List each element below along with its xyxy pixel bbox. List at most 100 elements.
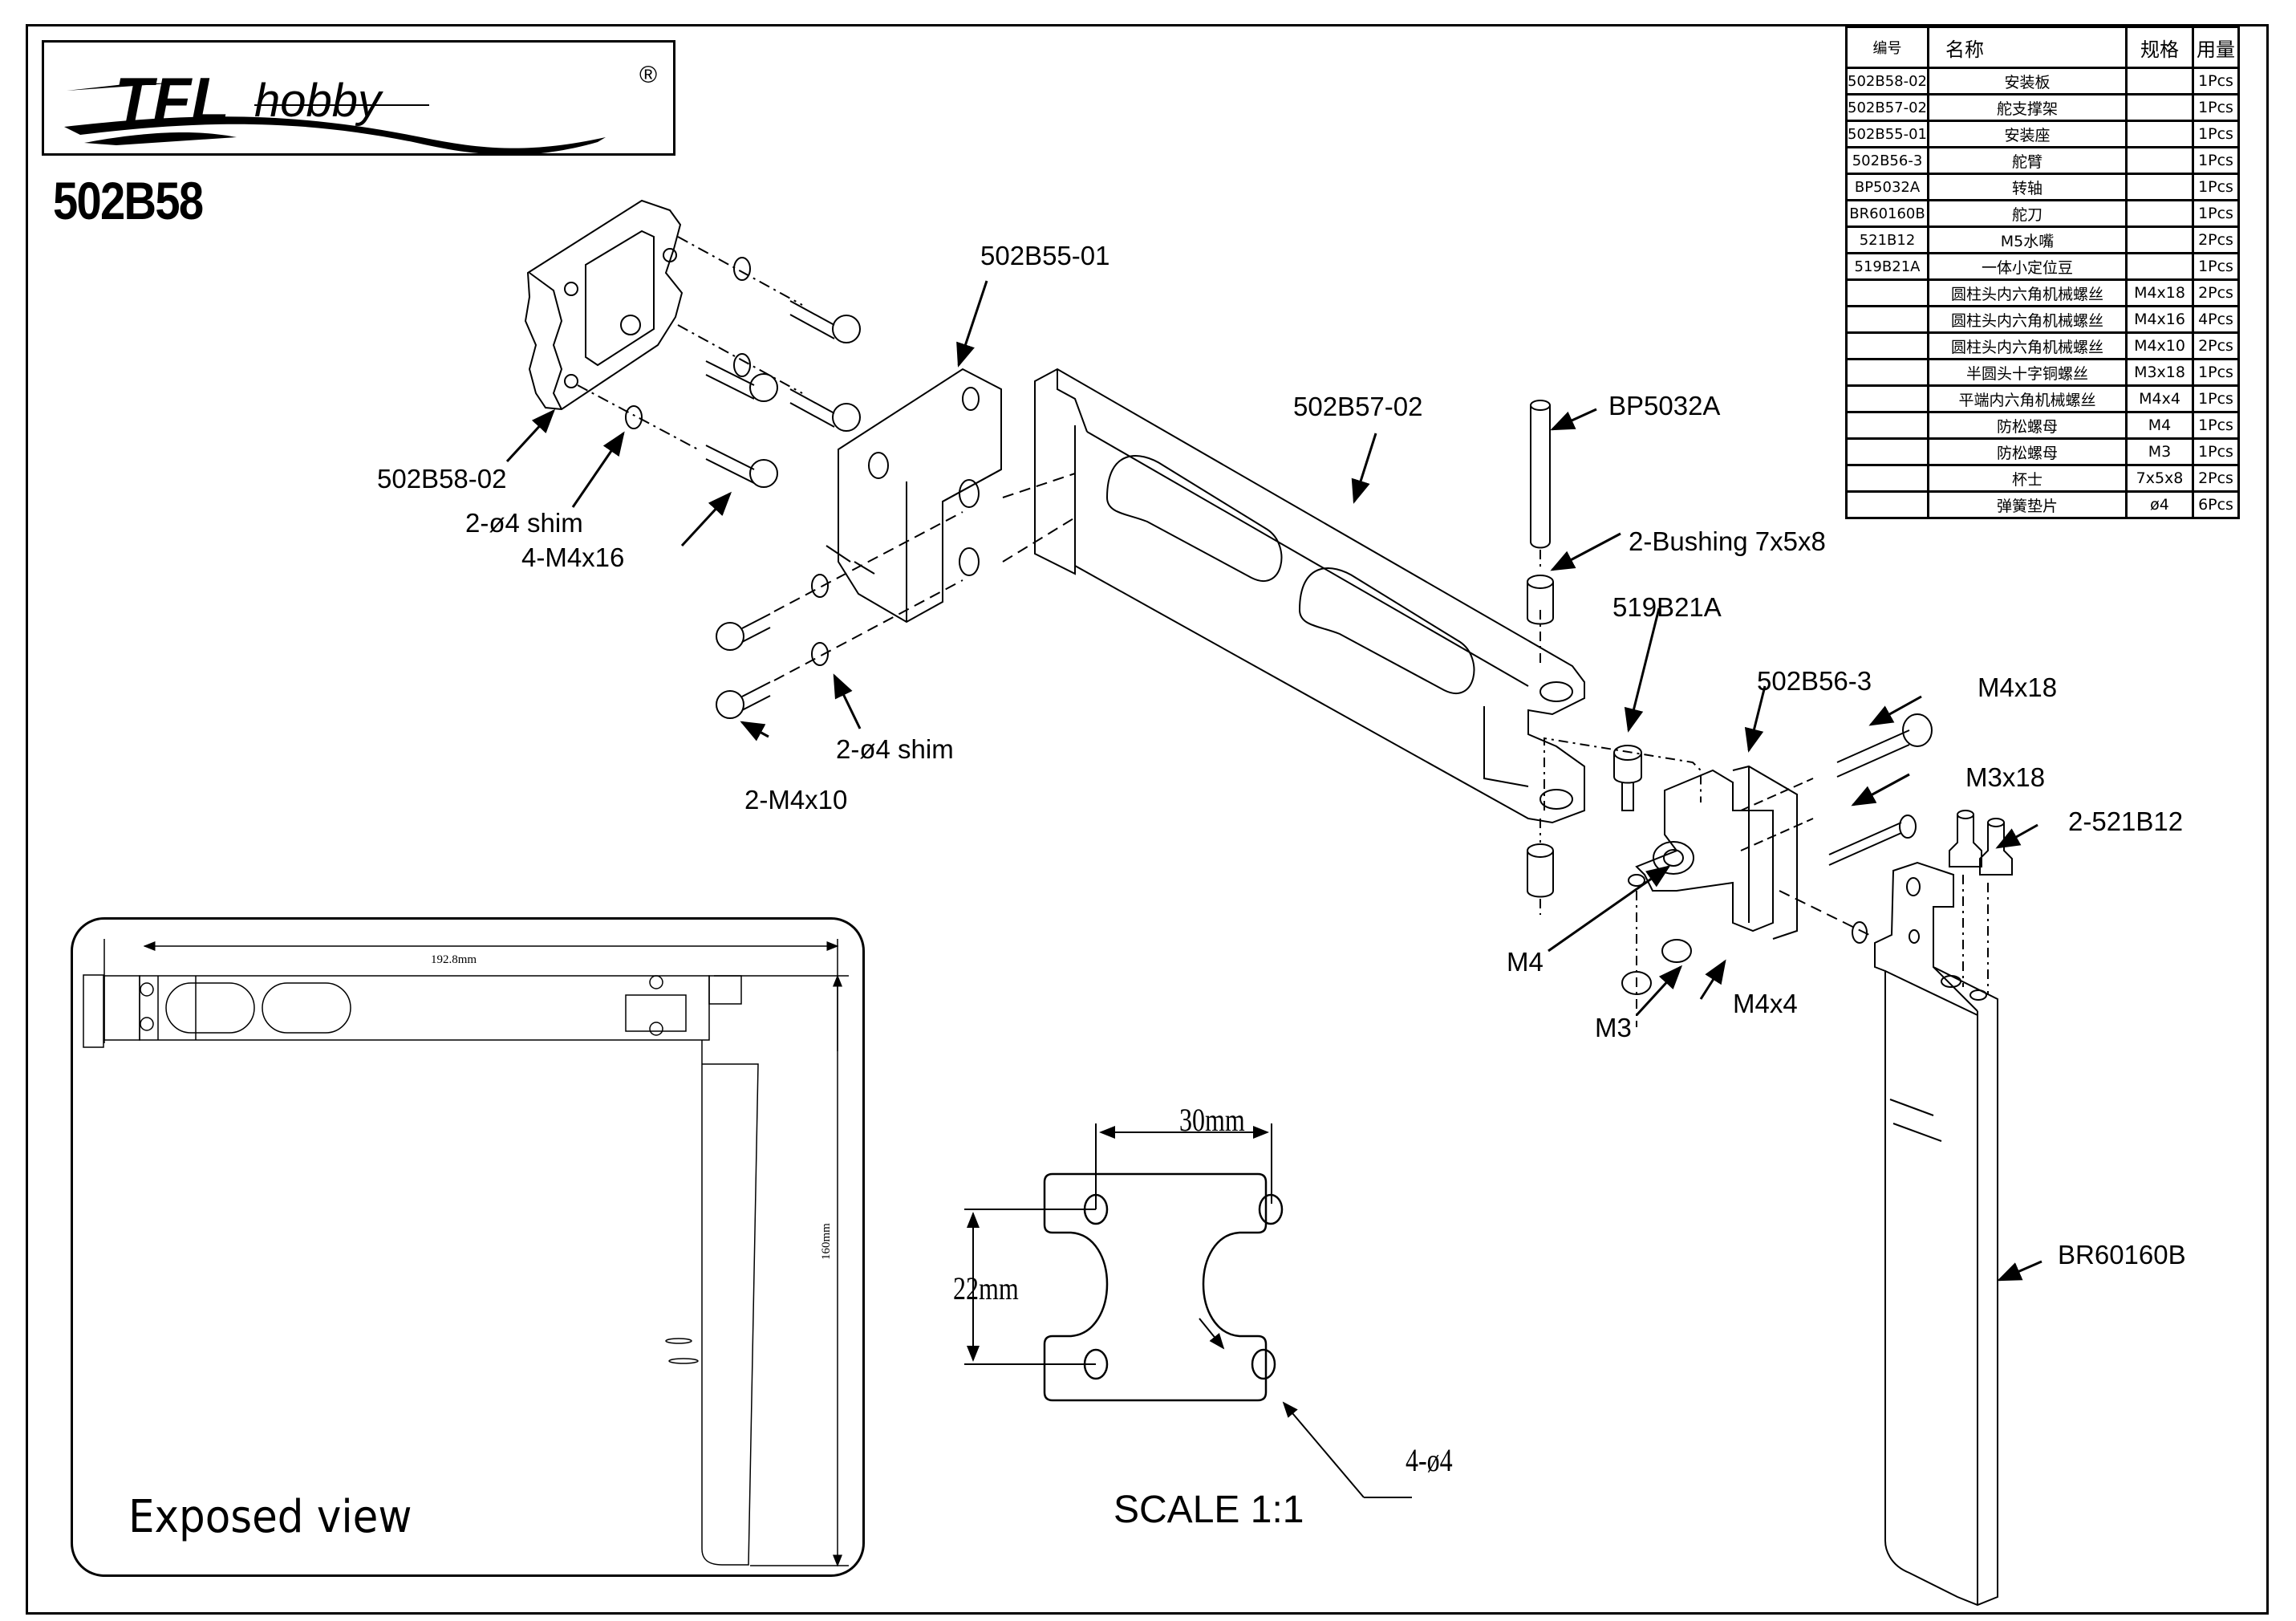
rudder-arm-part <box>1628 765 1814 940</box>
part-qty: 2Pcs <box>2192 464 2241 493</box>
part-code <box>1844 331 1930 360</box>
part-spec: M4 <box>2125 411 2195 440</box>
part-spec <box>2125 225 2195 254</box>
part-spec: M3x18 <box>2125 358 2195 387</box>
part-name: 防松螺母 <box>1927 411 2128 440</box>
exposed-view-drawing <box>83 939 849 1567</box>
label-nut-m4: M4 <box>1507 947 1544 977</box>
scale-plate-drawing <box>964 1123 1412 1498</box>
part-qty: 1Pcs <box>2192 173 2241 201</box>
label-screw-m3x18: M3x18 <box>1965 762 2046 792</box>
part-name: 杯士 <box>1927 464 2128 493</box>
exposed-view-title: Exposed view <box>128 1491 412 1543</box>
parts-table-header: 编号 名称 规格 用量 <box>1844 26 2241 69</box>
part-code: 521B12 <box>1844 225 1930 254</box>
hole-spacing-x: 30mm <box>1179 1102 1245 1138</box>
label-locator: 519B21A <box>1612 592 1722 622</box>
scale-label: SCALE 1:1 <box>1114 1489 1304 1531</box>
part-name: 平端内六角机械螺丝 <box>1927 384 2128 413</box>
part-qty: 1Pcs <box>2192 120 2241 148</box>
logo-primary-text: TFL <box>115 64 229 135</box>
part-name: 转轴 <box>1927 173 2128 201</box>
header-qty: 用量 <box>2192 26 2241 69</box>
part-name: 舵刀 <box>1927 199 2128 228</box>
label-pivot-shaft: BP5032A <box>1608 391 1721 420</box>
part-qty: 1Pcs <box>2192 67 2241 95</box>
part-spec: M4x16 <box>2125 305 2195 334</box>
part-code <box>1844 490 1930 519</box>
mount-seat-part <box>826 368 1002 624</box>
label-shim-top: 2-ø4 shim <box>465 508 583 538</box>
label-mount-seat: 502B55-01 <box>980 241 1110 270</box>
part-name: 圆柱头内六角机械螺丝 <box>1927 305 2128 334</box>
registered-mark: ® <box>639 62 657 88</box>
part-code <box>1844 384 1930 413</box>
part-code: BR60160B <box>1844 199 1930 228</box>
part-code: 502B57-02 <box>1844 93 1930 122</box>
part-qty: 1Pcs <box>2192 384 2241 413</box>
callout-arrows <box>505 280 2042 1282</box>
part-name: 安装板 <box>1927 67 2128 95</box>
label-water-nipples: 2-521B12 <box>2068 806 2184 836</box>
water-nipple-parts <box>1949 810 2013 995</box>
tfl-hobby-logo-icon: TFL hobby ® <box>64 62 657 155</box>
drawing-border <box>26 24 2269 1615</box>
exposed-view-panel <box>71 917 865 1577</box>
part-name: 舵支撑架 <box>1927 93 2128 122</box>
label-screws-m4x10: 2-M4x10 <box>744 785 848 815</box>
part-qty: 1Pcs <box>2192 146 2241 175</box>
part-code: 502B55-01 <box>1844 120 1930 148</box>
part-name: 半圆头十字铜螺丝 <box>1927 358 2128 387</box>
part-code <box>1844 411 1930 440</box>
part-name: 圆柱头内六角机械螺丝 <box>1927 331 2128 360</box>
label-shim-bottom: 2-ø4 shim <box>836 734 954 764</box>
part-code <box>1844 437 1930 466</box>
part-spec: M4x18 <box>2125 278 2195 307</box>
label-screws-m4x16: 4-M4x16 <box>521 542 625 572</box>
part-qty: 2Pcs <box>2192 278 2241 307</box>
mount-plate-part <box>524 199 684 411</box>
label-bushing: 2-Bushing 7x5x8 <box>1629 526 1826 556</box>
brand-logo: TFL hobby ® <box>42 40 675 156</box>
part-qty: 1Pcs <box>2192 358 2241 387</box>
part-spec: M3 <box>2125 437 2195 466</box>
part-spec <box>2125 67 2195 95</box>
pivot-shaft-part <box>1530 400 1551 915</box>
part-code <box>1844 358 1930 387</box>
part-qty: 6Pcs <box>2192 490 2241 519</box>
exposed-height-dimension: 160mm <box>820 1223 833 1260</box>
model-number: 502B58 <box>53 171 204 230</box>
part-code <box>1844 278 1930 307</box>
part-name: 弹簧垫片 <box>1927 490 2128 519</box>
part-qty: 2Pcs <box>2192 225 2241 254</box>
arm-screws <box>1621 713 1933 1027</box>
part-code <box>1844 464 1930 493</box>
header-spec: 规格 <box>2125 26 2195 69</box>
locator-part <box>1544 737 1702 811</box>
part-code: 502B58-02 <box>1844 67 1930 95</box>
part-name: M5水嘴 <box>1927 225 2128 254</box>
hole-count-diameter: 4-ø4 <box>1406 1442 1453 1478</box>
part-spec <box>2125 199 2195 228</box>
header-code: 编号 <box>1844 26 1930 69</box>
part-name: 防松螺母 <box>1927 437 2128 466</box>
part-spec <box>2125 120 2195 148</box>
part-qty: 1Pcs <box>2192 411 2241 440</box>
label-rudder-arm: 502B56-3 <box>1757 666 1872 696</box>
part-name: 圆柱头内六角机械螺丝 <box>1927 278 2128 307</box>
part-qty: 1Pcs <box>2192 93 2241 122</box>
bushing-parts <box>1527 575 1554 898</box>
part-spec <box>2125 173 2195 201</box>
part-name: 一体小定位豆 <box>1927 252 2128 281</box>
part-qty: 2Pcs <box>2192 331 2241 360</box>
rudder-blade-part <box>1874 861 1998 1607</box>
